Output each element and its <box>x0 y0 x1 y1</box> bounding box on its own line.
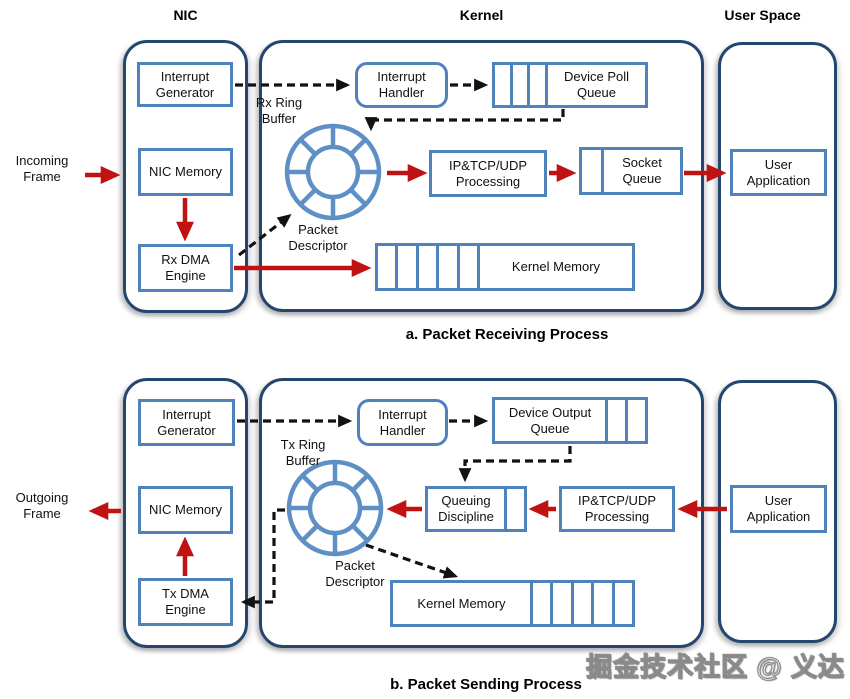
sending-ip-tcp-udp-box: IP&TCP/UDP Processing <box>559 486 675 532</box>
sending-nic-memory-box: NIC Memory <box>138 486 233 534</box>
device-output-queue-label: Device Output Queue <box>508 404 592 436</box>
sending-kernel-memory-cells <box>530 583 632 624</box>
outgoing-frame-label: Outgoing Frame <box>15 490 69 522</box>
device-poll-queue-box: Device Poll Queue <box>492 62 648 108</box>
receiving-user-application-box: User Application <box>730 149 827 196</box>
receiving-interrupt-generator-box: Interrupt Generator <box>137 62 233 107</box>
device-poll-queue-label: Device Poll Queue <box>563 69 630 100</box>
receiving-kernel-memory-box: Kernel Memory <box>375 243 635 291</box>
rx-ring-buffer-label: Rx Ring Buffer <box>255 95 303 127</box>
sending-caption: b. Packet Sending Process <box>390 676 582 693</box>
watermark-text: 掘金技术社区 @ 义达 <box>586 651 845 682</box>
socket-queue-box: Socket Queue <box>579 147 683 195</box>
rx-ring-buffer-graphic <box>283 122 383 227</box>
receiving-packet-descriptor-label: Packet Descriptor <box>288 222 348 254</box>
column-header-nic: NIC <box>173 7 198 23</box>
socket-queue-cells <box>582 150 604 192</box>
sending-packet-descriptor-label: Packet Descriptor <box>325 558 385 590</box>
device-output-queue-box: Device Output Queue <box>492 397 648 444</box>
column-header-kernel: Kernel <box>459 7 504 23</box>
tx-ring-buffer-label: Tx Ring Buffer <box>280 437 326 469</box>
receiving-interrupt-handler-box: Interrupt Handler <box>355 62 448 108</box>
tx-ring-buffer-graphic <box>285 458 385 563</box>
queuing-discipline-cells <box>504 489 524 529</box>
sending-interrupt-handler-box: Interrupt Handler <box>357 399 448 446</box>
device-output-queue-cells <box>605 400 645 441</box>
receiving-rx-dma-engine-box: Rx DMA Engine <box>138 244 233 292</box>
receiving-kernel-memory-label: Kernel Memory <box>511 259 601 275</box>
sending-kernel-memory-label: Kernel Memory <box>417 595 506 611</box>
receiving-ip-tcp-udp-box: IP&TCP/UDP Processing <box>429 150 547 197</box>
sending-interrupt-generator-box: Interrupt Generator <box>138 399 235 446</box>
receiving-kernel-memory-cells <box>378 246 481 288</box>
queuing-discipline-box: Queuing Discipline <box>425 486 527 532</box>
receiving-nic-memory-box: NIC Memory <box>138 148 233 196</box>
column-header-user-space: User Space <box>724 7 801 23</box>
incoming-frame-label: Incoming Frame <box>15 153 69 185</box>
receiving-caption: a. Packet Receiving Process <box>405 326 609 343</box>
tx-dma-engine-box: Tx DMA Engine <box>138 578 233 626</box>
device-poll-queue-cells <box>495 65 549 105</box>
queuing-discipline-label: Queuing Discipline <box>438 493 494 524</box>
socket-queue-label: Socket Queue <box>622 155 662 186</box>
sending-user-application-box: User Application <box>730 485 827 533</box>
sending-kernel-memory-box: Kernel Memory <box>390 580 635 627</box>
